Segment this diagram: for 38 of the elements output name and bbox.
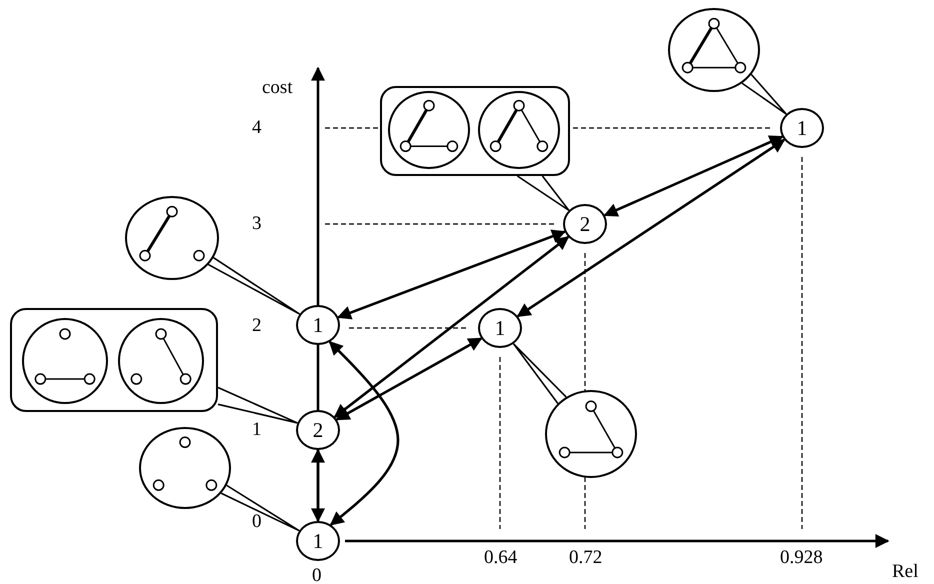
tick-label: 0.64	[484, 548, 518, 567]
callout-tail	[217, 386, 298, 424]
state-node	[563, 204, 607, 244]
node-label: 2	[580, 212, 590, 236]
double-arrow	[604, 135, 784, 217]
state-node	[296, 521, 340, 561]
tick-label: 2	[252, 316, 262, 335]
tick-label: 0	[252, 512, 262, 531]
callout-tail	[516, 175, 570, 212]
double-arrow	[336, 337, 482, 421]
double-arrow	[516, 138, 786, 318]
node-label: 1	[796, 116, 808, 140]
node-label: 1	[312, 312, 324, 338]
tick-label: 0.928	[780, 548, 823, 567]
callout-box	[10, 308, 218, 412]
state-node	[780, 108, 824, 148]
double-arrow	[337, 230, 566, 320]
double-arrow	[328, 340, 400, 526]
callout-tail	[220, 484, 300, 532]
state-node	[296, 410, 340, 450]
callout-tail	[741, 74, 788, 115]
tick-label: 0	[312, 566, 322, 584]
node-label: 1	[312, 528, 324, 554]
axis-label: cost	[262, 78, 293, 97]
tick-label: 0.72	[569, 548, 602, 567]
tick-label: 4	[252, 118, 262, 137]
callout-tail	[208, 256, 300, 315]
double-arrow	[311, 448, 325, 522]
state-node	[296, 305, 340, 345]
double-arrow	[334, 236, 570, 418]
tick-label: 1	[252, 420, 262, 439]
tick-label: 3	[252, 214, 262, 233]
state-node	[478, 308, 522, 348]
callout-box	[380, 86, 570, 176]
axis-label: Rel	[892, 562, 918, 581]
callout-tail	[512, 342, 567, 404]
node-label: 2	[312, 418, 324, 442]
node-label: 1	[494, 316, 506, 340]
